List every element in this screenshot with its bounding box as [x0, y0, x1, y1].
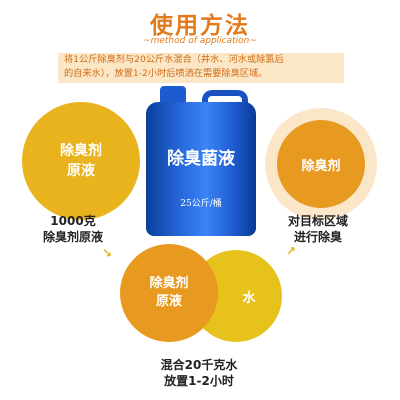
instructions-line-1: 将1公斤除臭剂与20公斤水混合（井水、河水或除氯后 — [64, 54, 284, 65]
mix-concentrate-line-1: 除臭剂 — [149, 276, 189, 291]
drum-handle — [202, 90, 248, 110]
apply-caption-line-1: 对目标区域 — [287, 214, 348, 228]
apply-circle: 除臭剂 — [277, 120, 365, 208]
apply-caption: 对目标区域 进行除臭 — [262, 213, 374, 245]
instructions-line-2: 的自来水），放置1-2小时后喷洒在需要除臭区域。 — [64, 68, 268, 79]
arrow-up-right-icon: ↖ — [286, 244, 297, 258]
mix-caption-line-1: 混合20千克水 — [160, 358, 238, 372]
mix-caption: 混合20千克水 放置1-2小时 — [124, 357, 274, 389]
page-subtitle: ~method of application~ — [143, 36, 257, 46]
product-name: 除臭菌液 — [167, 149, 235, 169]
concentrate-caption-line-2: 除臭剂原液 — [42, 230, 103, 244]
mix-caption-line-2: 放置1-2小时 — [164, 374, 234, 388]
concentrate-circle-line-1: 除臭剂 — [60, 143, 102, 159]
product-spec: 25公斤/桶 — [180, 199, 222, 209]
apply-circle-text: 除臭剂 — [301, 158, 341, 174]
mix-concentrate-circle: 除臭剂 原液 — [120, 244, 218, 342]
product-drum-image: 除臭菌液 25公斤/桶 — [146, 86, 256, 236]
drum-body — [146, 102, 256, 236]
concentrate-caption-line-1: 1000克 — [50, 214, 96, 228]
arrow-down-right-icon: ↘ — [102, 246, 113, 260]
concentrate-circle-line-2: 原液 — [67, 163, 95, 179]
instructions-box: 将1公斤除臭剂与20公斤水混合（井水、河水或除氯后 的自来水），放置1-2小时后… — [58, 53, 344, 83]
concentrate-caption: 1000克 除臭剂原液 — [28, 213, 118, 245]
apply-caption-line-2: 进行除臭 — [293, 230, 342, 244]
mix-concentrate-line-2: 原液 — [155, 294, 182, 309]
water-circle-text: 水 — [242, 290, 256, 306]
page-title: 使用方法 — [150, 13, 250, 39]
concentrate-circle: 除臭剂 原液 — [22, 102, 140, 220]
